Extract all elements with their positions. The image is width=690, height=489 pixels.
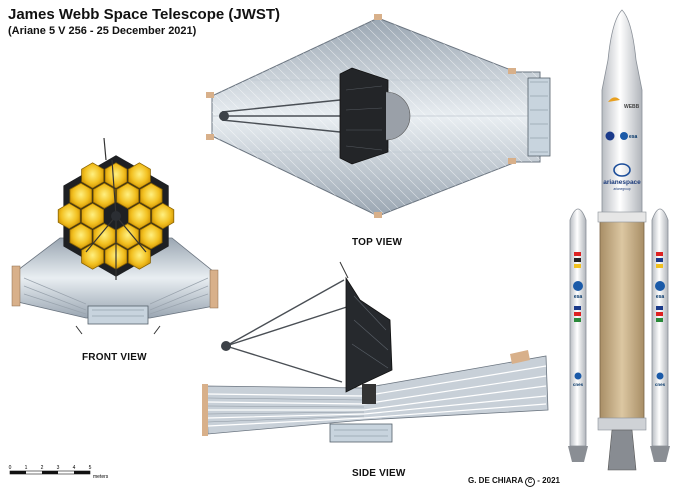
side-view-label: SIDE VIEW [352, 468, 406, 479]
front-view-secondary-mirror [111, 211, 121, 221]
nasa-logo [605, 131, 615, 141]
front-view-label: FRONT VIEW [82, 352, 147, 363]
left-booster-cnes-logo: cnes [573, 382, 584, 387]
top-view-spacecraft-bus [527, 77, 551, 157]
mirror-segment [127, 202, 151, 230]
front-view-secondary-struts [85, 159, 147, 280]
mirror-segment [92, 182, 116, 209]
mirror-segment [116, 182, 140, 209]
side-view-primary-mirror [345, 276, 393, 393]
arianegroup-tag: arianegroup [613, 187, 630, 191]
front-view-drawing [11, 137, 219, 335]
mirror-segment [116, 223, 140, 250]
scale-tick-0: 0 [9, 465, 12, 471]
booster-flags [574, 252, 663, 322]
front-view-primary-mirror [57, 155, 175, 277]
mirror-segment [127, 162, 151, 189]
side-view-tripod [225, 279, 357, 383]
scale-unit: meters [93, 474, 109, 480]
left-booster [569, 208, 587, 447]
mirror-segment [81, 202, 104, 230]
credit-year: - 2021 [537, 476, 560, 485]
fairing-webb-logo: WEBB [624, 104, 640, 110]
top-view-label: TOP VIEW [352, 237, 403, 248]
scale-tick-3: 3 [57, 465, 60, 471]
right-booster-cnes-logo: cnes [655, 382, 666, 387]
mirror-segment [69, 182, 93, 209]
core-stage [599, 219, 645, 421]
side-view-spacecraft-bus [329, 423, 393, 443]
scale-tick-2: 2 [41, 465, 44, 471]
front-view-spacecraft-bus [87, 305, 149, 325]
right-booster [651, 208, 669, 447]
fairing-esa-logo: esa [629, 134, 638, 140]
mirror-segment [104, 162, 128, 189]
mirror-segment [139, 182, 163, 209]
ariane5-rocket: WEBB esa arianespace arianegroup esa esa… [568, 9, 670, 471]
scale-bar: 0 1 2 3 4 5 meters [9, 465, 109, 480]
mirror-segment [57, 202, 81, 230]
right-booster-esa-logo: esa [656, 294, 665, 300]
vulcain-engine [607, 429, 637, 471]
top-view-tripod [221, 99, 350, 133]
scale-tick-4: 4 [73, 465, 76, 471]
credit-author: G. DE CHIARA [468, 476, 523, 485]
mirror-segment [69, 223, 93, 250]
left-booster-esa-logo: esa [574, 294, 583, 300]
page-subtitle: (Ariane 5 V 256 - 25 December 2021) [8, 25, 197, 37]
mirror-segment [151, 202, 175, 230]
page-title: James Webb Space Telescope (JWST) [8, 6, 281, 23]
arianespace-wordmark: arianespace [603, 179, 641, 186]
mirror-segment [92, 223, 116, 250]
top-view-primary-mirror [339, 67, 389, 165]
arianespace-emblem [613, 163, 631, 177]
mirror-segment [81, 162, 104, 189]
top-view-drawing [206, 14, 551, 218]
mirror-segment [139, 223, 163, 250]
side-view-drawing [202, 261, 549, 443]
scale-tick-5: 5 [89, 465, 92, 471]
scale-tick-1: 1 [25, 465, 28, 471]
copyright-symbol: C [525, 477, 536, 487]
credit-line: G. DE CHIARA C - 2021 [468, 476, 560, 487]
